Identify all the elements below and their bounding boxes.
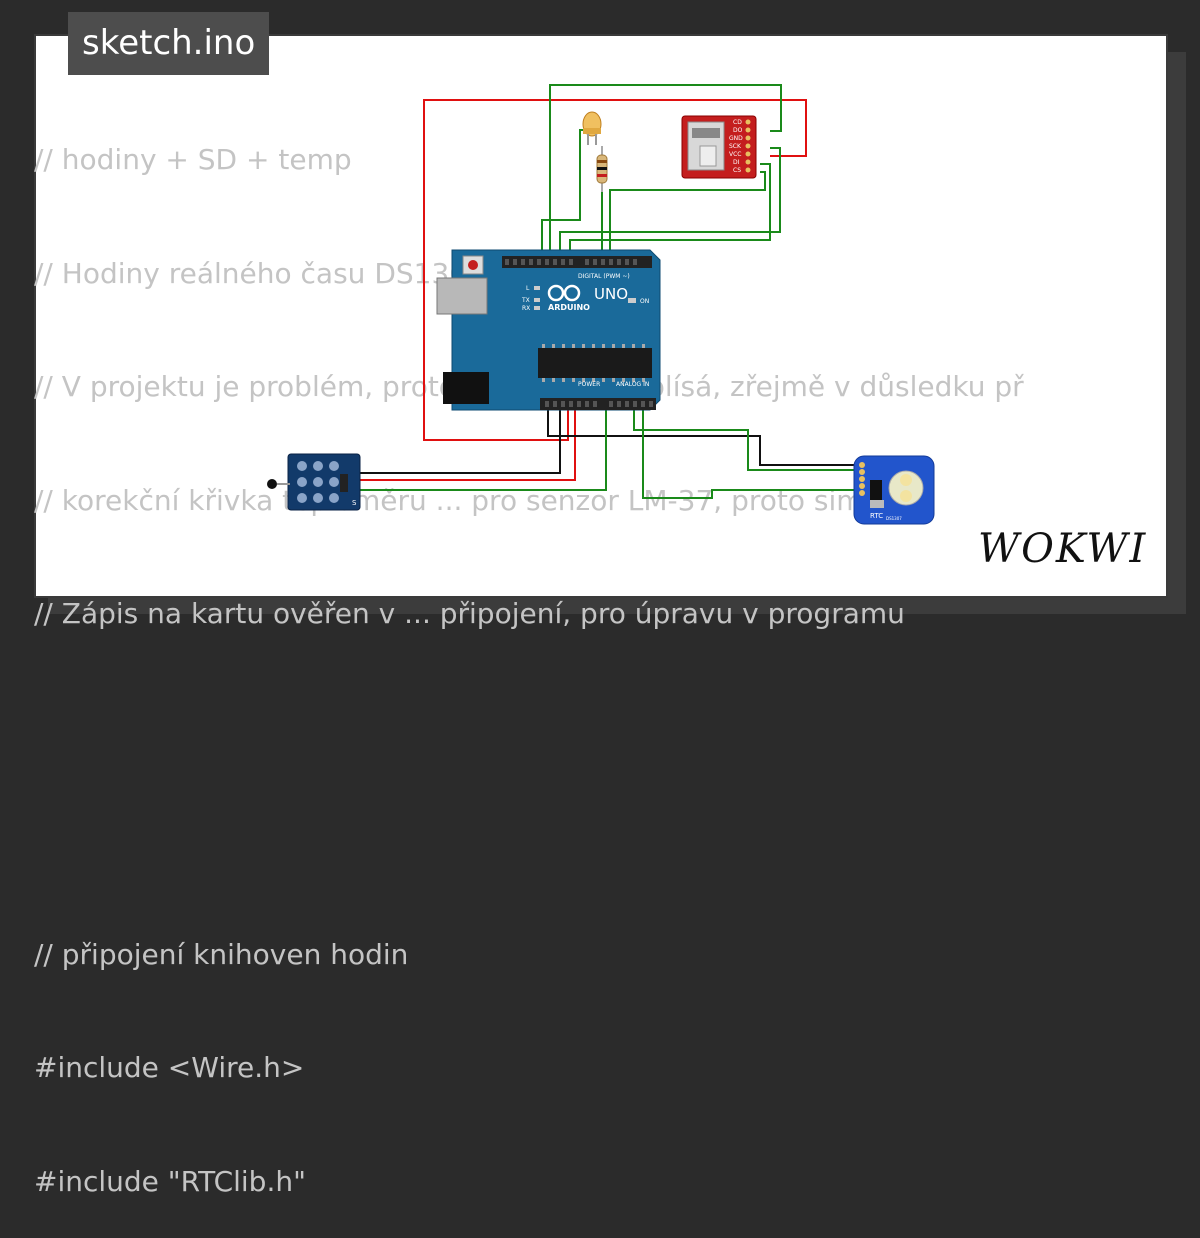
- code-line: [34, 817, 1096, 865]
- code-line: // hodiny + SD + temp: [34, 143, 352, 176]
- code-line: // Hodiny reálného času DS1307: [34, 256, 485, 290]
- board-brand: ARDUINO: [548, 303, 590, 312]
- on-label: ON: [640, 298, 649, 305]
- board-model: UNO: [594, 285, 628, 303]
- power-jack: [443, 372, 489, 404]
- sd-card-module[interactable]: CD DO GND SCK VCC DI CS: [681, 115, 757, 179]
- code-line: // Zápis na kartu ověřen v ... připojení…: [34, 597, 905, 630]
- wire-black-rtc: [547, 410, 862, 466]
- file-name-tab[interactable]: sketch.ino: [68, 12, 270, 75]
- wire-green-top1: [549, 84, 782, 258]
- power-analog-header: [540, 398, 656, 410]
- code-line: // připojení knihoven hodin: [34, 937, 409, 971]
- usb-port: [436, 277, 488, 315]
- thermistor-probe: [267, 479, 277, 489]
- wire-green-sensor: [356, 410, 607, 491]
- sd-pin-label: VCC: [729, 151, 741, 158]
- code-line: #include <Wire.h>: [34, 1051, 305, 1084]
- wire-red-sensor: [356, 410, 576, 481]
- sd-pin-label: DO: [733, 127, 743, 134]
- temperature-sensor-module[interactable]: S: [267, 453, 361, 511]
- sensor-pin-label: S: [352, 499, 357, 507]
- rtc-chip: [870, 480, 882, 500]
- power-label: POWER: [578, 381, 600, 388]
- led[interactable]: [582, 111, 602, 145]
- wires: [356, 84, 862, 499]
- sd-pin-label: SCK: [729, 143, 742, 150]
- rx-label: RX: [522, 305, 530, 312]
- digital-label: DIGITAL (PWM ~): [578, 273, 630, 280]
- wire-green-sd2: [569, 163, 771, 258]
- l-label: L: [526, 285, 530, 292]
- wire-black-gnd: [356, 410, 561, 474]
- wire-green-sd1: [559, 147, 781, 258]
- wire-green-rtc2: [642, 410, 862, 499]
- wire-green-rtc1: [633, 410, 862, 471]
- coin-battery: [888, 470, 924, 506]
- sd-pin-label: CD: [733, 119, 742, 126]
- reset-button[interactable]: [468, 260, 478, 270]
- resistor[interactable]: [596, 146, 608, 192]
- arduino-uno-board[interactable]: DIGITAL (PWM ~) L TX RX UNO ARDUINO ON P…: [436, 249, 661, 411]
- rtc-label: RTC: [870, 512, 883, 520]
- tx-label: TX: [521, 297, 530, 304]
- sd-pin-label: GND: [729, 135, 743, 142]
- code-line: [34, 704, 1096, 752]
- arduino-logo-icon: [547, 284, 581, 302]
- microcontroller-chip: [538, 348, 652, 378]
- code-line: #include "RTClib.h": [34, 1164, 306, 1198]
- wire-green-sd3: [609, 171, 766, 258]
- rtc-module[interactable]: RTC DS1307: [853, 455, 935, 525]
- sd-pins: CD DO GND SCK VCC DI CS: [729, 119, 743, 174]
- sd-pin-label: CS: [733, 167, 741, 174]
- analog-label: ANALOG IN: [616, 381, 649, 388]
- rtc-chip-label: DS1307: [886, 516, 902, 521]
- circuit-diagram[interactable]: CD DO GND SCK VCC DI CS: [0, 0, 1200, 630]
- wokwi-logo: WOKWI: [978, 526, 1148, 572]
- sd-pin-label: DI: [733, 159, 740, 166]
- wire-red-power: [423, 99, 807, 441]
